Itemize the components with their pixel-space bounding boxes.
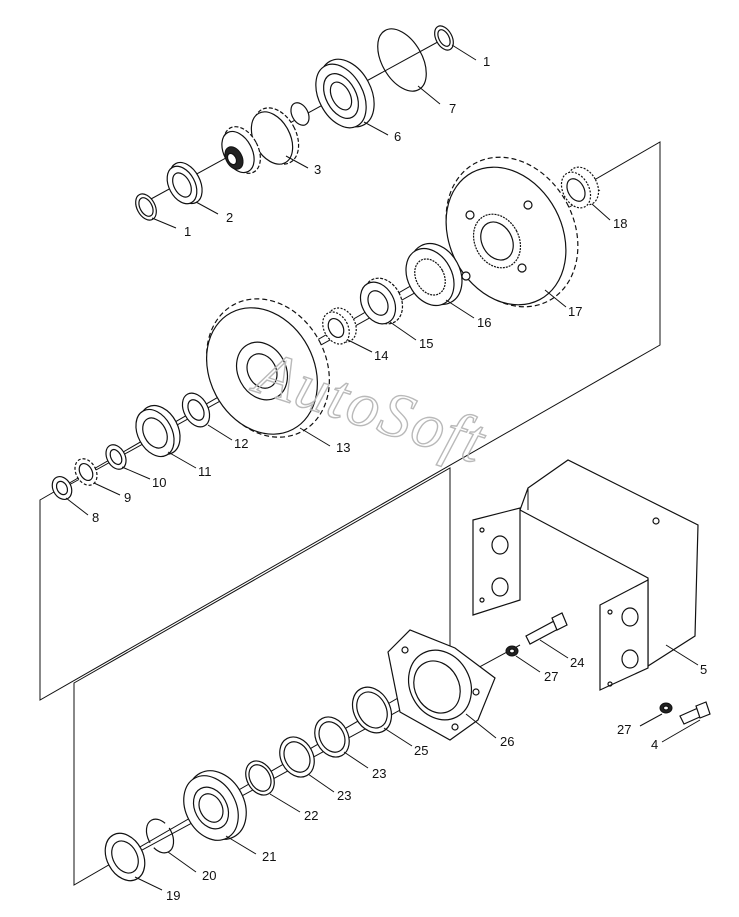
bolt-part-24 — [525, 612, 568, 645]
gear-part-13 — [206, 298, 330, 438]
bolt-part-4 — [679, 701, 711, 725]
snap-ring-part-20 — [145, 818, 175, 854]
label-part-1-top: 1 — [483, 54, 490, 69]
bearing-part-11 — [135, 404, 181, 458]
label-part-16: 16 — [477, 315, 491, 330]
label-part-3: 3 — [314, 162, 321, 177]
synchro-ring-part-16 — [405, 242, 463, 307]
label-part-17: 17 — [568, 304, 582, 319]
bracket-part-5 — [472, 459, 699, 691]
label-part-18: 18 — [613, 216, 627, 231]
washer-part-10 — [105, 444, 127, 470]
label-part-13: 13 — [336, 440, 350, 455]
label-part-12: 12 — [234, 436, 248, 451]
label-part-11: 11 — [198, 464, 212, 479]
label-part-25: 25 — [414, 743, 428, 758]
label-part-27-upper: 27 — [544, 669, 558, 684]
snap-ring-part-1-top — [434, 25, 454, 51]
label-part-9: 9 — [124, 490, 131, 505]
watermark-text: AutoSoft — [244, 335, 495, 477]
gear-shaft-part-3 — [221, 102, 310, 174]
needle-bearing-part-18 — [560, 166, 600, 209]
bearing-part-21 — [183, 770, 247, 841]
snap-ring-part-1-lower — [135, 193, 157, 221]
label-part-10: 10 — [152, 475, 166, 490]
label-part-24: 24 — [570, 655, 584, 670]
label-part-19: 19 — [166, 888, 180, 903]
label-part-21: 21 — [262, 849, 276, 864]
label-part-6: 6 — [394, 129, 401, 144]
nut-part-8 — [51, 475, 73, 501]
ring-part-22 — [245, 760, 275, 796]
needle-bearing-part-14 — [322, 307, 357, 345]
label-part-15: 15 — [419, 336, 433, 351]
splined-hub-part-15 — [359, 277, 404, 325]
label-part-22: 22 — [304, 808, 318, 823]
lock-washer-part-9 — [74, 458, 98, 486]
label-part-4: 4 — [651, 737, 658, 752]
label-part-8: 8 — [92, 510, 99, 525]
label-part-27-lower: 27 — [617, 722, 631, 737]
label-part-20: 20 — [202, 868, 216, 883]
label-part-7: 7 — [449, 101, 456, 116]
nut-part-27-lower — [659, 702, 673, 714]
flange-housing-part-26 — [387, 629, 496, 741]
bearing-part-2 — [166, 161, 203, 205]
label-part-14: 14 — [374, 348, 388, 363]
shim-part-23-upper — [314, 716, 350, 758]
part-number-labels: 1 7 6 3 2 1 18 17 16 15 14 13 12 11 10 9… — [92, 54, 707, 903]
label-part-23-upper: 23 — [372, 766, 386, 781]
label-part-23-lower: 23 — [337, 788, 351, 803]
gear-part-17 — [445, 156, 579, 308]
washer-part-19 — [104, 832, 146, 882]
shim-part-23-lower — [279, 736, 315, 778]
label-part-26: 26 — [500, 734, 514, 749]
gasket-part-25 — [351, 686, 393, 734]
label-part-5: 5 — [700, 662, 707, 677]
washer-part-12 — [181, 392, 211, 428]
bearing-part-6 — [315, 58, 375, 129]
label-part-1-lower: 1 — [184, 224, 191, 239]
leader-lines — [65, 44, 701, 891]
label-part-2: 2 — [226, 210, 233, 225]
nut-part-27-upper — [505, 645, 519, 657]
retaining-ring-part-7 — [377, 28, 427, 92]
